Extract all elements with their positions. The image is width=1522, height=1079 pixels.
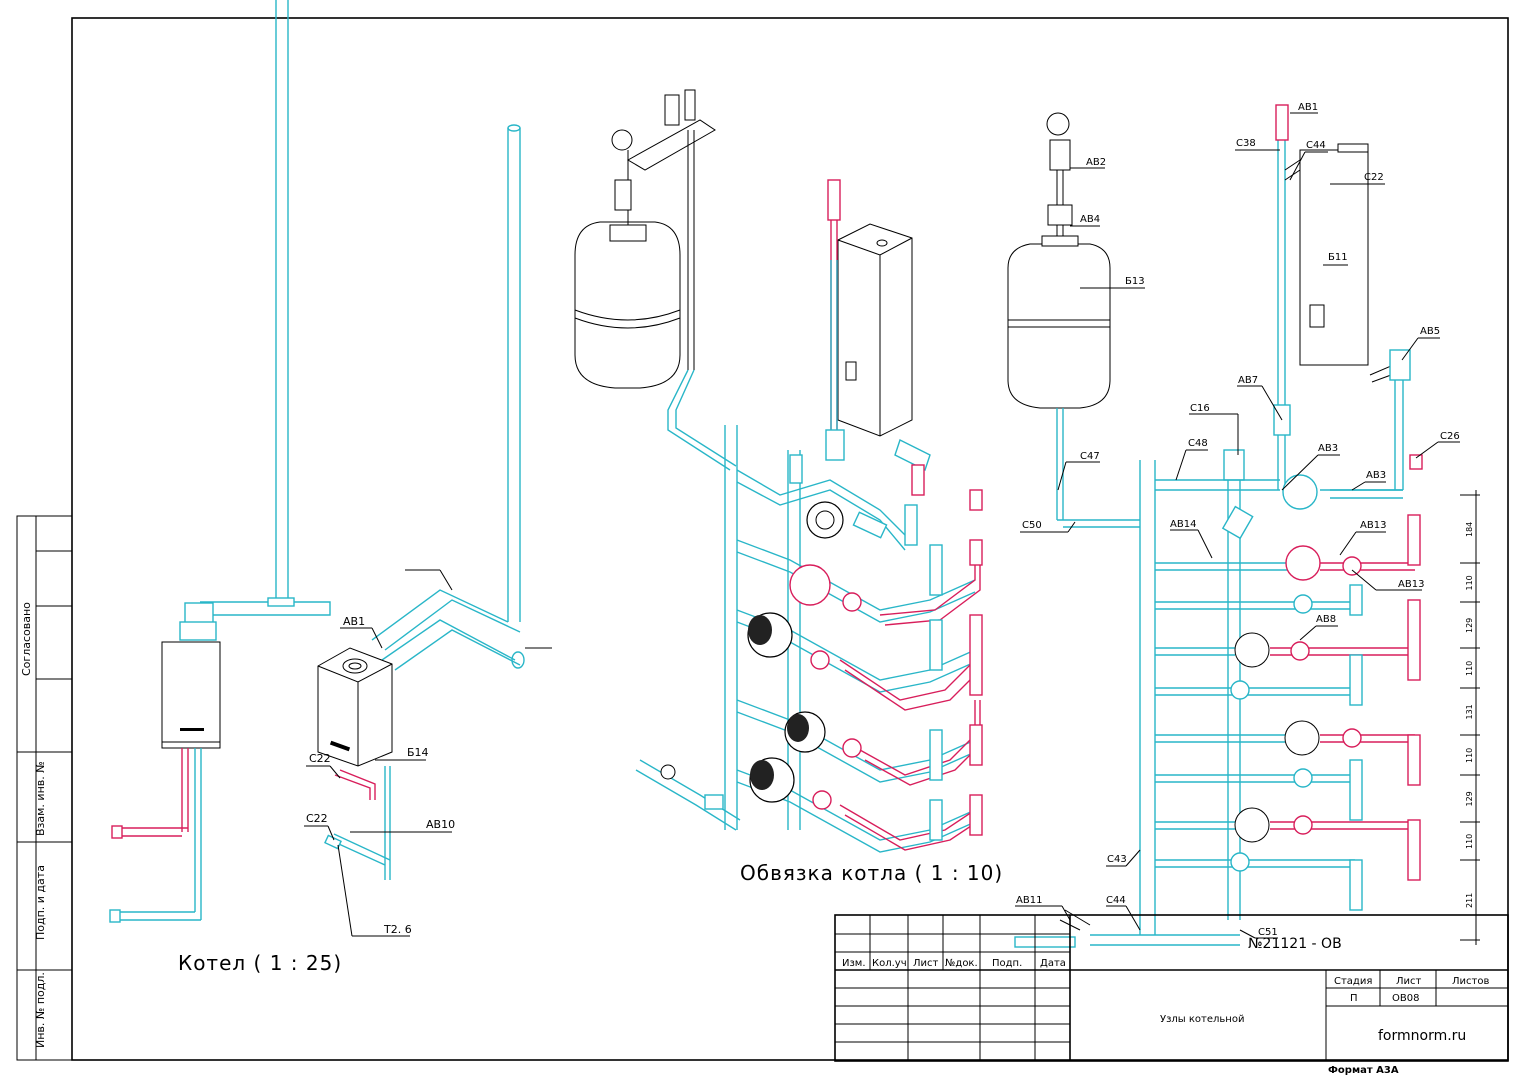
tb-subject: Узлы котельной [1160, 1014, 1244, 1025]
dimension-value: 110 [1465, 748, 1474, 763]
label-ab5: АВ5 [1420, 326, 1440, 337]
stamp-sign-date: Подп. и дата [34, 865, 47, 940]
dimension-value: 110 [1465, 834, 1474, 849]
label-c50: С50 [1022, 520, 1042, 531]
right-leaders [1015, 112, 1460, 939]
label-b11: Б11 [1328, 252, 1348, 263]
tb-header-4: Подп. [992, 958, 1022, 969]
right-assembly [1007, 104, 1480, 948]
label-ab2: АВ2 [1086, 157, 1106, 168]
tb-header-2: Лист [913, 958, 939, 969]
tb-format: Формат А3А [1328, 1065, 1399, 1076]
label-c22-right: С22 [1364, 172, 1384, 183]
piping-view-title: Обвязка котла ( 1 : 10) [740, 861, 1003, 885]
dimension-value: 131 [1465, 704, 1474, 719]
label-ab14: АВ14 [1170, 519, 1196, 530]
tb-org: formnorm.ru [1378, 1028, 1466, 1044]
label-c48: С48 [1188, 438, 1208, 449]
tb-stage-value: П [1350, 993, 1358, 1004]
tb-header-1: Кол.уч [872, 958, 907, 969]
tb-stage-label: Стадия [1334, 976, 1372, 987]
boiler-wall-unit [109, 0, 331, 923]
branch-3 [736, 699, 983, 786]
branch-1 [736, 539, 983, 626]
side-stamp: Согласовано Взам. инв. № Подп. и дата Ин… [16, 515, 73, 1061]
tb-header-5: Дата [1040, 958, 1066, 969]
title-block [834, 914, 1509, 1062]
label-c16: С16 [1190, 403, 1210, 414]
tb-header-0: Изм. [842, 958, 866, 969]
stamp-agreed: Согласовано [20, 602, 33, 676]
label-ab13-a: АВ13 [1360, 520, 1386, 531]
manifold-branches [1155, 514, 1421, 911]
label-ab1-right: АВ1 [1298, 102, 1318, 113]
tb-header-3: №док. [945, 958, 978, 969]
dimension-value: 110 [1465, 575, 1474, 590]
label-ab3-a: АВ3 [1318, 443, 1338, 454]
boiler-view-title: Котел ( 1 : 25) [178, 951, 342, 975]
tb-sheets-label: Листов [1452, 976, 1489, 987]
branch-4 [736, 757, 983, 853]
label-c44-bottom: С44 [1106, 895, 1126, 906]
label-ab11: АВ11 [1016, 895, 1042, 906]
doc-number: №21121 - ОВ [1248, 936, 1342, 952]
label-c44-top: С44 [1306, 140, 1326, 151]
label-ab7: АВ7 [1238, 375, 1258, 386]
dimension-value: 211 [1465, 893, 1474, 908]
branch-2 [736, 609, 983, 711]
dimension-value: 110 [1465, 661, 1474, 676]
dimension-ticks [1460, 494, 1480, 941]
stamp-replaced-inv: Взам. инв. № [34, 761, 47, 836]
label-ab4: АВ4 [1080, 214, 1100, 225]
label-ab3-b: АВ3 [1366, 470, 1386, 481]
piping-assembly [574, 89, 983, 853]
label-c22-a: С22 [309, 752, 331, 765]
label-c43: С43 [1107, 854, 1127, 865]
dimension-labels: 184 110 129 110 131 110 129 110 211 [1465, 522, 1474, 908]
stamp-orig-inv: Инв. № подл. [34, 972, 47, 1048]
tb-sheet-value: ОВ08 [1392, 993, 1419, 1004]
boiler-floor-unit [304, 124, 552, 937]
dimension-value: 184 [1465, 522, 1474, 537]
label-ab10: АВ10 [426, 818, 455, 831]
label-c47: С47 [1080, 451, 1100, 462]
label-b13: Б13 [1125, 276, 1145, 287]
label-c22-b: С22 [306, 812, 328, 825]
label-b14: Б14 [407, 746, 429, 759]
label-ab1-left: АВ1 [343, 615, 365, 628]
label-t26: Т2. 6 [383, 923, 412, 936]
dimension-value: 129 [1465, 791, 1474, 806]
label-ab13-b: АВ13 [1398, 579, 1424, 590]
tb-sheet-label: Лист [1396, 976, 1422, 987]
label-c38: С38 [1236, 138, 1256, 149]
label-ab8: АВ8 [1316, 614, 1336, 625]
label-c26: С26 [1440, 431, 1460, 442]
label-c51: С51 [1258, 927, 1278, 938]
dimension-value: 129 [1465, 618, 1474, 633]
